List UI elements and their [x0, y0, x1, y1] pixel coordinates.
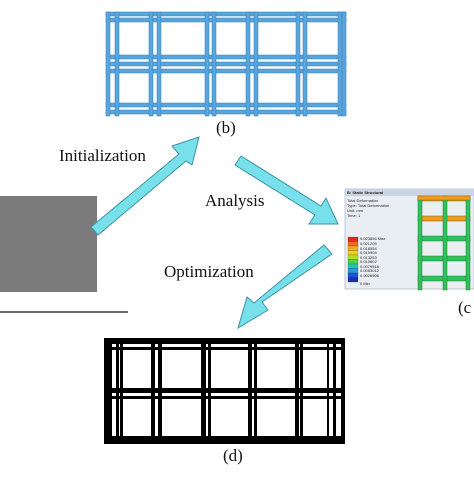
- frame-b-vertical-bar: [211, 11, 217, 117]
- frame-b-vertical-bar: [295, 11, 301, 117]
- initial-frame: [105, 11, 347, 117]
- panel-c-label: (c: [458, 298, 472, 317]
- fea-legend-value: 0.018554: [360, 245, 377, 251]
- fea-legend-swatch: [347, 263, 359, 269]
- frame-b-vertical-bar: [253, 11, 259, 117]
- frame-d-vertical-member: [254, 338, 257, 444]
- panel-b-label: (b): [216, 118, 236, 137]
- frame-d-vertical-member: [333, 338, 336, 444]
- fea-vertical-member: [417, 195, 423, 291]
- fea-legend-swatch: [347, 236, 359, 242]
- fea-vertical-member: [442, 195, 448, 291]
- frame-d-vertical-member: [248, 338, 252, 444]
- fea-legend-value: 0.0026506: [360, 272, 379, 278]
- frame-b-horizontal-bar: [105, 17, 347, 23]
- frame-d-vertical-member: [116, 338, 119, 444]
- frame-b-vertical-bar: [337, 11, 343, 117]
- fea-deformed-frame: [417, 195, 471, 291]
- frame-d-vertical-member: [151, 338, 155, 444]
- optimization-arrow: [237, 244, 333, 330]
- fea-info-2: Type: Total Deformation: [347, 203, 390, 208]
- frame-d-vertical-member: [295, 338, 299, 444]
- fea-top-member: [417, 195, 471, 201]
- fea-legend-min: 0 Min: [360, 281, 370, 286]
- fea-legend-value: 0.015904: [360, 250, 377, 255]
- frame-d-horizontal-member: [104, 347, 345, 350]
- frame-b-vertical-bar: [302, 11, 308, 117]
- fea-legend-swatch: [347, 254, 359, 260]
- fea-legend-swatch: [347, 277, 359, 283]
- frame-b-vertical-bar: [114, 11, 120, 117]
- frame-b-vertical-bar: [105, 11, 111, 117]
- frame-b-vertical-bar: [245, 11, 251, 117]
- fea-legend-value: 0.013253: [360, 254, 377, 260]
- fea-legend-swatch: [347, 250, 359, 256]
- initialization-label: Initialization: [59, 146, 146, 165]
- frame-d-vertical-member: [201, 338, 206, 444]
- fea-legend-swatch: [347, 272, 359, 278]
- fea-title: B: Static Structural: [347, 190, 384, 195]
- frame-d-vertical-member: [300, 338, 303, 444]
- frame-b-horizontal-bar: [105, 102, 347, 108]
- frame-b-horizontal-bar: [105, 61, 347, 67]
- frame-d-vertical-member: [120, 338, 123, 444]
- frame-d-vertical-member: [327, 338, 329, 444]
- frame-b-horizontal-bar: [105, 54, 347, 60]
- fea-legend-max: 0.023856 Max: [360, 236, 386, 241]
- analysis-arrow: [234, 155, 339, 225]
- fea-legend-swatch: [347, 268, 359, 274]
- fea-legend-value: 0.0079518: [360, 263, 379, 269]
- fea-legend-value: 0.021205: [360, 241, 377, 246]
- fea-info-3: Unit: mm: [347, 208, 363, 213]
- optimized-frame: [104, 338, 345, 444]
- frame-d-horizontal-member: [104, 396, 345, 399]
- panel-d-label: (d): [223, 446, 243, 465]
- frame-d-horizontal-member: [104, 338, 345, 344]
- fea-vertical-member: [465, 195, 471, 291]
- frame-b-vertical-bar: [156, 11, 162, 117]
- design-domain: [0, 196, 97, 292]
- fea-legend-swatch: [347, 259, 359, 265]
- fea-legend-value: 0.010602: [360, 259, 377, 264]
- fea-info-1: Total Deformation: [347, 198, 379, 203]
- fea-result-panel: [344, 188, 474, 291]
- fea-color-legend: [347, 236, 359, 283]
- frame-d-horizontal-member: [104, 388, 345, 393]
- frame-b-vertical-bar: [148, 11, 154, 117]
- analysis-label: Analysis: [205, 191, 265, 210]
- frame-b-horizontal-bar: [105, 11, 347, 17]
- frame-d-horizontal-member: [104, 436, 345, 444]
- initialization-arrow: [90, 136, 200, 236]
- fea-legend-swatch: [347, 245, 359, 251]
- frame-b-horizontal-bar: [105, 68, 347, 74]
- frame-d-vertical-member: [208, 338, 211, 444]
- fea-legend-swatch: [347, 241, 359, 247]
- frame-d-vertical-member: [158, 338, 162, 444]
- frame-b-vertical-bar: [341, 11, 347, 117]
- frame-d-vertical-member: [104, 338, 112, 444]
- optimization-label: Optimization: [164, 262, 254, 281]
- frame-b-vertical-bar: [204, 11, 210, 117]
- frame-b-horizontal-bar: [105, 109, 347, 115]
- fea-legend-value: 0.0053012: [360, 268, 379, 273]
- fea-info-4: Time: 1: [347, 213, 361, 218]
- fea-title-bar: [345, 189, 474, 196]
- frame-d-vertical-member: [341, 338, 345, 444]
